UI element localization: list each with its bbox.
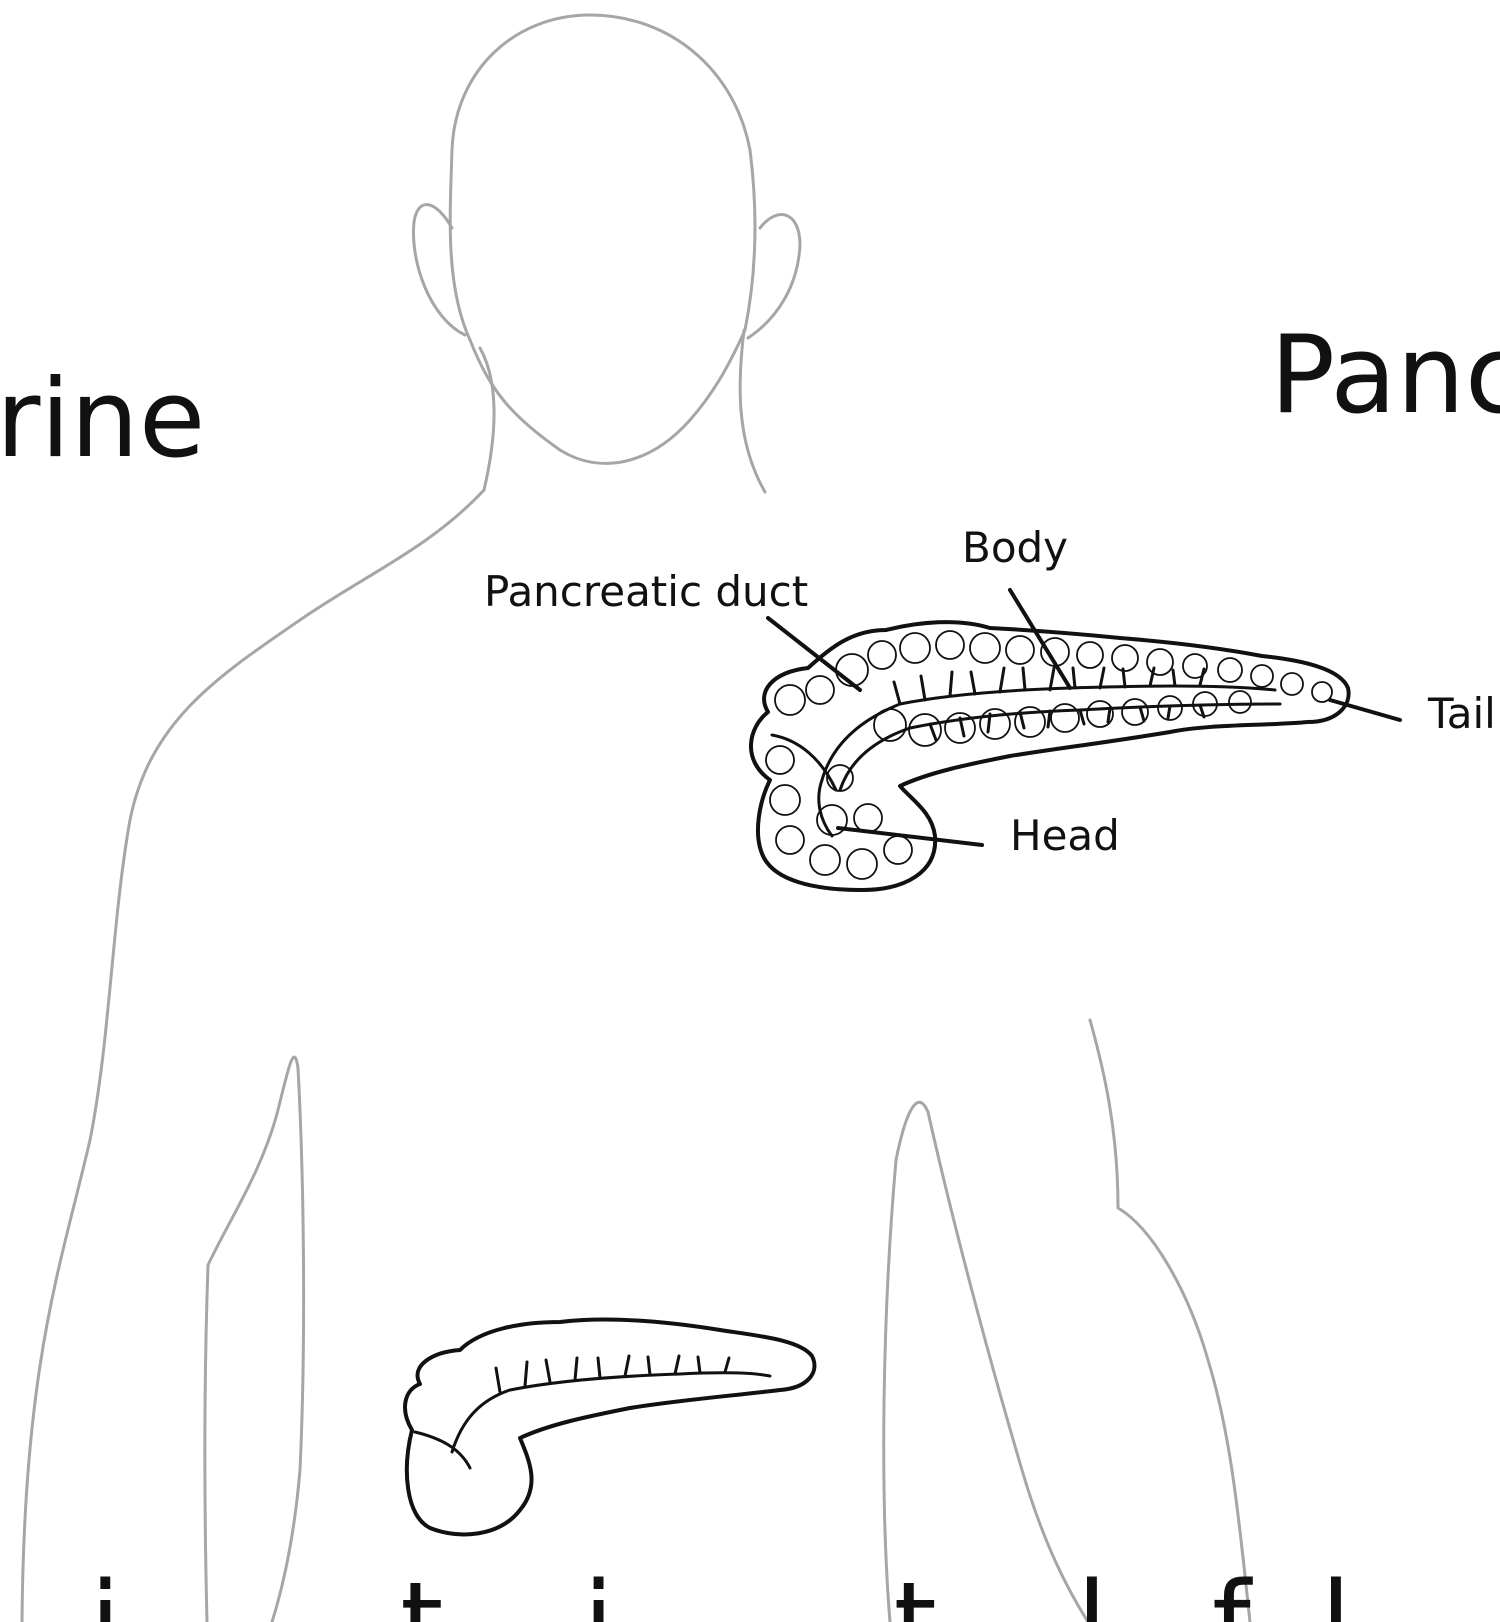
right-inner-arm (884, 1102, 1088, 1622)
small-pancreas-outline (405, 1320, 814, 1535)
neck-right (740, 330, 765, 492)
tail-label: Tail (1427, 689, 1496, 738)
head-outline (450, 15, 755, 340)
bottom-caption-fragment: i t i t l f l d th (90, 1558, 1500, 1622)
jaw-outline (470, 330, 745, 463)
pancreatic-duct-label: Pancreatic duct (484, 567, 808, 616)
head-label: Head (1010, 811, 1120, 860)
right-torso-arm (1090, 1020, 1250, 1622)
left-inner-arm (205, 1057, 304, 1622)
left-ear (413, 205, 465, 335)
pancreas-small (405, 1320, 814, 1535)
pancreas-detailed: Body Pancreatic duct Tail Head (484, 523, 1496, 890)
right-heading-fragment: Panc (1270, 313, 1500, 438)
left-heading-fragment: rine (0, 357, 205, 482)
body-label: Body (962, 523, 1068, 572)
